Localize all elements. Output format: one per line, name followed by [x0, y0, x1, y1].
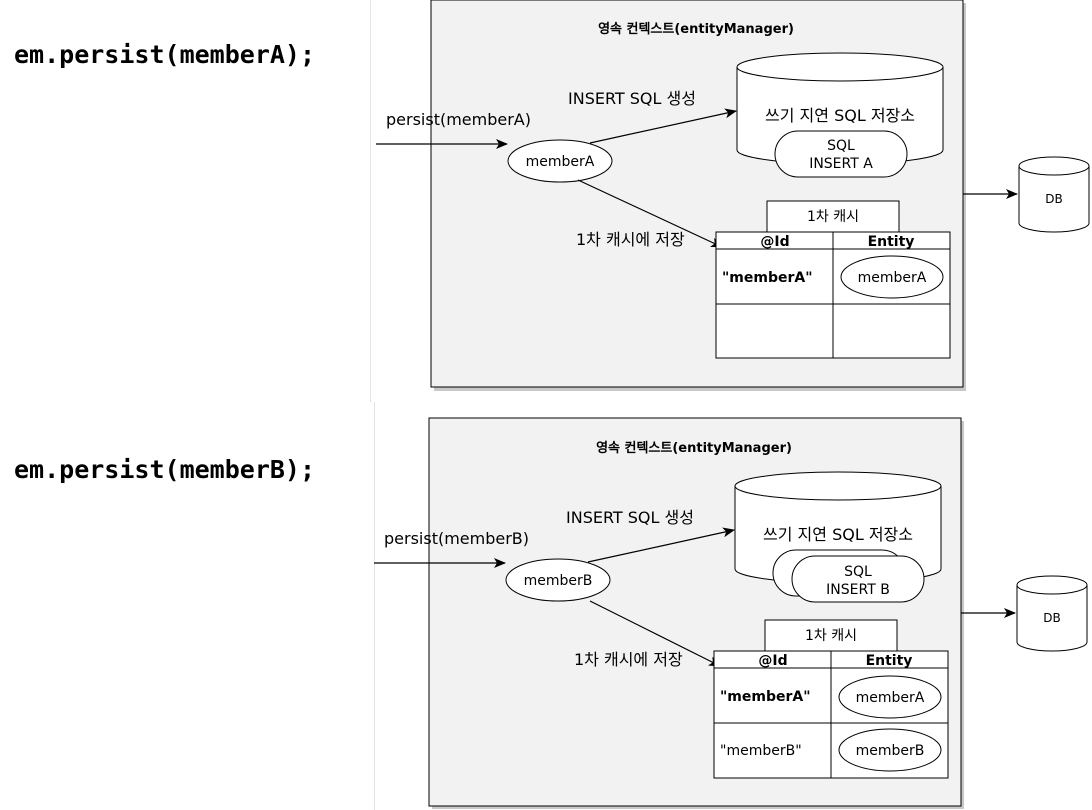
row-entity-ellipse — [840, 255, 944, 299]
sql-item-line1: SQL — [844, 564, 872, 580]
db-cylinder — [1016, 575, 1088, 652]
col-header-id: @Id — [758, 653, 787, 669]
row-id: "memberA" — [720, 689, 811, 705]
entity-ellipse — [507, 139, 613, 183]
panel-b: 영속 컨텍스트(entityManager) persist(memberB) … — [374, 417, 1088, 809]
cache-save-label: 1차 캐시에 저장 — [574, 650, 683, 669]
sql-store-label: 쓰기 지연 SQL 저장소 — [763, 525, 913, 544]
entity-label: memberB — [524, 573, 593, 589]
divider-bottom — [374, 402, 375, 810]
insert-sql-arrow — [587, 527, 735, 563]
panel-a: 영속 컨텍스트(entityManager) persist(memberA) … — [376, 0, 1090, 391]
cache-title: 1차 캐시 — [807, 209, 859, 225]
cache-title-box — [764, 619, 898, 652]
sql-item — [774, 130, 908, 178]
context-title: 영속 컨텍스트(entityManager) — [598, 21, 794, 37]
context-title: 영속 컨텍스트(entityManager) — [596, 440, 792, 456]
divider-top — [370, 0, 371, 402]
sql-item-line2: INSERT A — [809, 156, 873, 172]
db-label: DB — [1043, 611, 1060, 625]
row-id: "memberA" — [722, 270, 813, 286]
row-entity-ellipse — [838, 675, 942, 719]
row-entity-ellipse — [838, 728, 942, 772]
row-entity: memberB — [856, 743, 925, 759]
row-entity: memberA — [856, 690, 925, 706]
sql-item-line1: SQL — [827, 138, 855, 154]
insert-sql-arrow — [589, 108, 737, 144]
db-cylinder — [1018, 156, 1090, 233]
cache-save-label: 1차 캐시에 저장 — [576, 230, 685, 249]
sql-item — [791, 555, 925, 603]
code-persist-member-b: em.persist(memberB); — [14, 455, 316, 484]
cache-save-arrow — [577, 179, 723, 248]
col-header-entity: Entity — [868, 234, 915, 250]
persist-call-label: persist(memberB) — [384, 529, 529, 548]
cache-save-arrow — [589, 600, 721, 667]
sql-store-label: 쓰기 지연 SQL 저장소 — [765, 106, 915, 125]
insert-sql-label: INSERT SQL 생성 — [566, 508, 694, 527]
row-id: "memberB" — [720, 743, 802, 759]
cache-title: 1차 캐시 — [805, 628, 857, 644]
col-header-entity: Entity — [866, 653, 913, 669]
code-persist-member-a: em.persist(memberA); — [14, 40, 316, 69]
entity-ellipse — [505, 558, 611, 602]
entity-label: memberA — [526, 154, 595, 170]
cache-title-box — [766, 200, 900, 233]
col-header-id: @Id — [760, 234, 789, 250]
persist-call-label: persist(memberA) — [386, 110, 531, 129]
sql-item-line2: INSERT B — [826, 582, 890, 598]
db-label: DB — [1045, 192, 1062, 206]
insert-sql-label: INSERT SQL 생성 — [568, 89, 696, 108]
cache-table — [715, 231, 951, 359]
row-entity: memberA — [858, 270, 927, 286]
